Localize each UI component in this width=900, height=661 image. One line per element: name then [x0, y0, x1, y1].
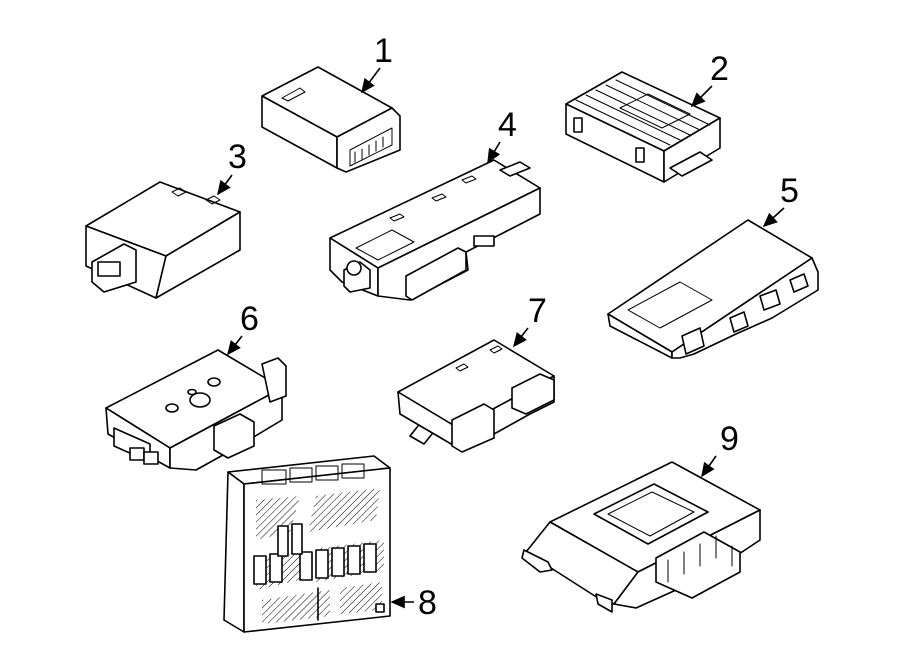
part-7-module[interactable]	[397, 339, 555, 453]
callout-7-number: 7	[528, 292, 547, 330]
callout-5-number: 5	[780, 172, 799, 210]
part-3-module[interactable]	[85, 181, 241, 299]
callout-1-number: 1	[374, 32, 393, 70]
part-2-module[interactable]	[565, 71, 721, 183]
part-8-module[interactable]	[223, 455, 391, 633]
callout-7: 7	[513, 292, 547, 348]
callout-9: 9	[701, 420, 739, 478]
callout-9-number: 9	[720, 420, 739, 458]
part-4-module[interactable]	[329, 159, 541, 301]
callout-2-number: 2	[710, 50, 729, 88]
part-1-module[interactable]	[261, 66, 401, 173]
callout-4: 4	[487, 106, 517, 164]
part-5-module[interactable]	[607, 219, 819, 359]
part-9-module[interactable]	[521, 461, 761, 613]
callout-3-number: 3	[228, 138, 247, 176]
callout-6: 6	[227, 300, 259, 356]
callout-2: 2	[690, 50, 729, 108]
part-6-module[interactable]	[105, 349, 287, 471]
callout-4-number: 4	[498, 106, 517, 144]
callout-5: 5	[762, 172, 799, 228]
callout-8-number: 8	[418, 584, 437, 622]
callout-8: 8	[390, 584, 437, 622]
callout-1: 1	[361, 32, 393, 94]
callout-3: 3	[217, 138, 247, 196]
callout-6-number: 6	[240, 300, 259, 338]
